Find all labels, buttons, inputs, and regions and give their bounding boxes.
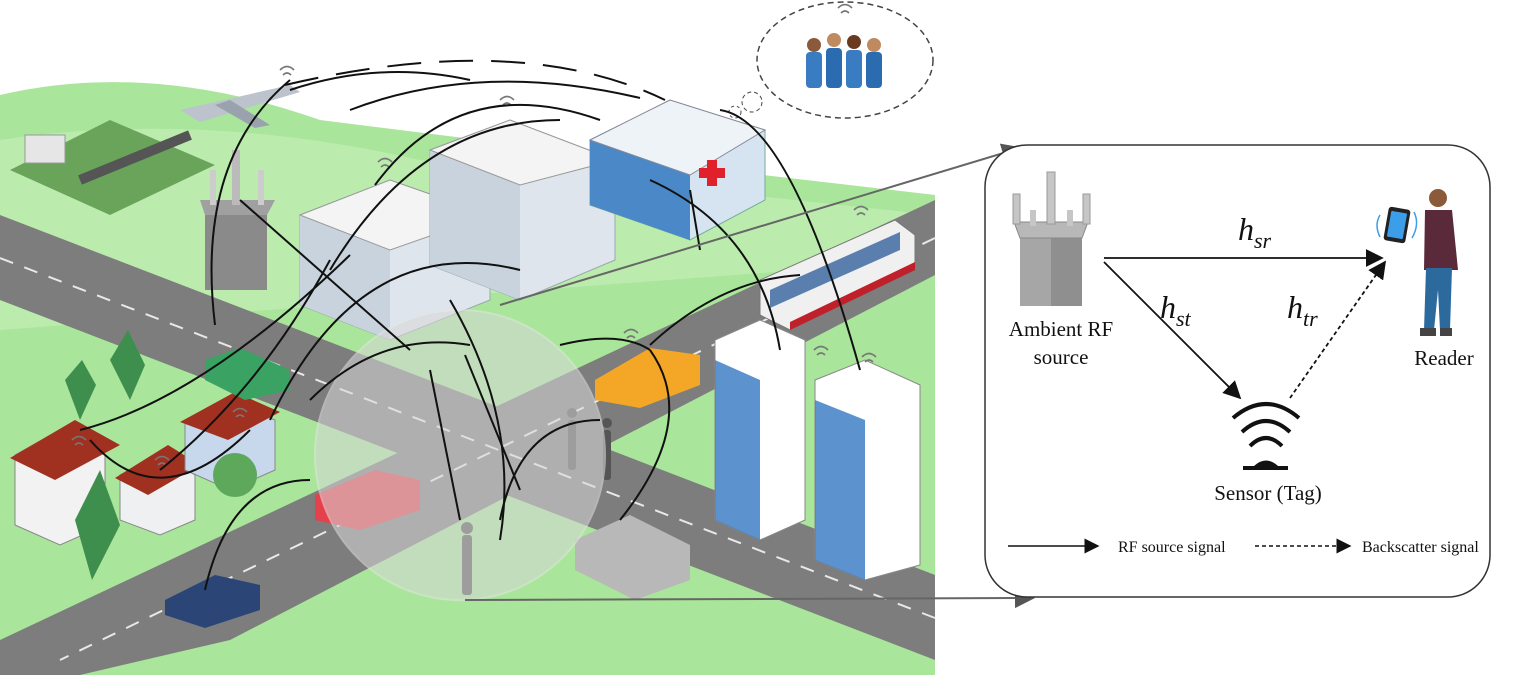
ambient-label-line1: Ambient RF bbox=[1009, 317, 1113, 341]
legend-rf-source-label: RF source signal bbox=[1118, 539, 1226, 556]
smartphone-icon[interactable] bbox=[1376, 206, 1418, 244]
zoom-connectors bbox=[464, 143, 1035, 609]
channel-label-hst: hst bbox=[1160, 289, 1192, 331]
sensor-tag-icon bbox=[1231, 402, 1301, 470]
channel-st-arrow bbox=[1103, 261, 1242, 400]
airplane-icon bbox=[180, 85, 300, 128]
channel-hst-sub: st bbox=[1176, 306, 1192, 331]
signal-arcs bbox=[79, 59, 861, 591]
sensor-label: Sensor (Tag) bbox=[1214, 481, 1322, 505]
channel-hsr-sub: sr bbox=[1254, 228, 1272, 253]
cell-tower-icon bbox=[1012, 171, 1091, 306]
city-scene bbox=[0, 1, 1035, 675]
hospital-icon bbox=[588, 99, 767, 241]
coverage-zone bbox=[314, 309, 606, 601]
ambient-label-line2: source bbox=[1034, 345, 1089, 369]
channel-label-htr: htr bbox=[1287, 289, 1318, 331]
channel-label-hsr: hsr bbox=[1238, 211, 1272, 253]
wifi-icon bbox=[71, 3, 877, 466]
channel-htr-sub: tr bbox=[1303, 306, 1318, 331]
reader-label: Reader bbox=[1414, 346, 1473, 370]
legend: RF source signal Backscatter signal bbox=[1008, 538, 1479, 556]
medical-staff-bubble bbox=[728, 1, 934, 119]
channel-hst-base: h bbox=[1160, 289, 1176, 325]
person-icon bbox=[1420, 189, 1458, 336]
medical-staff-icon bbox=[806, 33, 882, 88]
office-building-2 bbox=[428, 119, 617, 301]
apartment-tower-1 bbox=[714, 319, 806, 541]
channel-hsr-base: h bbox=[1238, 211, 1254, 247]
apartment-tower-2 bbox=[814, 359, 921, 581]
airport-icon bbox=[10, 120, 215, 215]
legend-backscatter-label: Backscatter signal bbox=[1362, 539, 1479, 556]
tree-icon bbox=[65, 330, 257, 580]
channel-htr-base: h bbox=[1287, 289, 1303, 325]
bus-icon bbox=[759, 219, 916, 331]
inset-panel: Ambient RF source Reader Sensor (Tag) bbox=[984, 144, 1491, 598]
